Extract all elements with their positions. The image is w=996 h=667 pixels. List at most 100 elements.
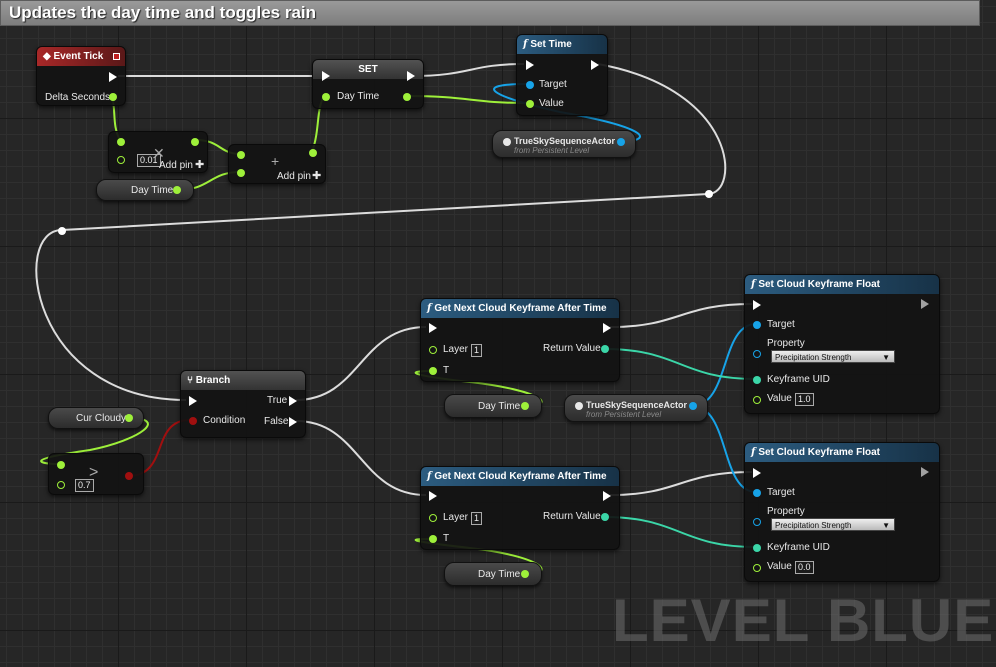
compare-out-pin[interactable]	[125, 472, 133, 480]
branch-condition-pin[interactable]	[189, 417, 197, 425]
get-next-1-t-pin[interactable]	[429, 367, 437, 375]
day-time-out-pin-1[interactable]	[173, 186, 181, 194]
actor-ref-1-out-pin[interactable]	[617, 138, 625, 146]
set-cloud-1-property-value: Precipitation Strength	[775, 353, 852, 362]
add-in-b-pin[interactable]	[237, 169, 245, 177]
set-cloud-1-exec-in[interactable]	[753, 300, 761, 310]
branch-header: ⑂ Branch	[181, 371, 305, 390]
branch-condition-label: Condition	[203, 415, 246, 426]
cur-cloudy-out-pin[interactable]	[125, 414, 133, 422]
actor-ref-2-sub: from Persistent Level	[586, 410, 662, 419]
get-next-2-exec-in[interactable]	[429, 491, 437, 501]
mul-value-input[interactable]: 0.01	[137, 154, 161, 167]
set-cloud-1-exec-out[interactable]	[921, 299, 929, 309]
get-next-2-exec-out[interactable]	[603, 491, 611, 501]
exec-wire-get2-set2	[609, 471, 753, 496]
get-next-2-layer-input[interactable]: 1	[471, 512, 483, 525]
set-time-exec-out-pin[interactable]	[591, 60, 599, 70]
get-next-1-exec-out[interactable]	[603, 323, 611, 333]
branch-exec-in-pin[interactable]	[189, 396, 197, 406]
set-cloud-2-property-value: Precipitation Strength	[775, 521, 852, 530]
true-sky-actor-ref-2[interactable]: TrueSkySequenceActor from Persistent Lev…	[564, 394, 708, 422]
compare-in-b-pin[interactable]	[57, 481, 65, 489]
branch-node[interactable]: ⑂ Branch True Condition False	[180, 370, 306, 438]
set-day-time-out-pin[interactable]	[403, 93, 411, 101]
get-next-1-layer-input[interactable]: 1	[471, 344, 483, 357]
greater-than-node[interactable]: 0.7 >	[48, 453, 144, 495]
get-next-1-return-label: Return Value	[543, 343, 601, 354]
exec-out-pin[interactable]	[109, 72, 117, 82]
add-node[interactable]: + Add pin ✚	[228, 144, 326, 184]
multiply-x-icon: ✕	[153, 145, 165, 161]
add-add-pin-label[interactable]: Add pin	[277, 171, 311, 182]
set-time-exec-in-pin[interactable]	[526, 60, 534, 70]
mul-out-pin[interactable]	[191, 138, 199, 146]
get-next-2-layer-pin[interactable]	[429, 514, 437, 522]
day-time-getter-2[interactable]: Day Time	[444, 394, 542, 418]
day-time-out-pin-2[interactable]	[521, 402, 529, 410]
set-cloud-2-value-pin[interactable]	[753, 564, 761, 572]
set-cloud-2-target-pin[interactable]	[753, 489, 761, 497]
day-time-out-pin-3[interactable]	[521, 570, 529, 578]
set-day-time-node[interactable]: SET Day Time	[312, 59, 424, 109]
mul-add-pin-icon[interactable]: ✚	[195, 159, 205, 171]
set-time-value-pin[interactable]	[526, 100, 534, 108]
set-time-target-pin[interactable]	[526, 81, 534, 89]
add-in-a-pin[interactable]	[237, 151, 245, 159]
set-cloud-1-property-label: Property	[767, 338, 805, 349]
set-cloud-2-property-dropdown[interactable]: Precipitation Strength ▼	[771, 518, 895, 531]
set-cloud-2-uid-pin[interactable]	[753, 544, 761, 552]
struct-wire-return2-uid2	[603, 516, 757, 548]
set-cloud-1-target-pin[interactable]	[753, 321, 761, 329]
get-next-2-t-pin[interactable]	[429, 535, 437, 543]
get-next-2-return-pin[interactable]	[601, 513, 609, 521]
mul-in-b-pin[interactable]	[117, 156, 125, 164]
function-icon: f	[751, 447, 756, 458]
true-sky-actor-ref-1[interactable]: TrueSkySequenceActor from Persistent Lev…	[492, 130, 636, 158]
compare-in-a-pin[interactable]	[57, 461, 65, 469]
set-cloud-1-uid-pin[interactable]	[753, 376, 761, 384]
function-icon: f	[427, 471, 432, 482]
day-time-getter-1[interactable]: Day Time	[96, 179, 194, 201]
add-out-pin[interactable]	[309, 149, 317, 157]
comment-title: Updates the day time and toggles rain	[9, 3, 317, 22]
get-next-1-layer-label: Layer	[443, 344, 469, 355]
set-cloud-2-exec-out[interactable]	[921, 467, 929, 477]
set-cloud-2-value-input[interactable]: 0.0	[795, 561, 814, 574]
compare-value-input[interactable]: 0.7	[75, 479, 94, 492]
get-next-1-return-pin[interactable]	[601, 345, 609, 353]
set-cloud-1-property-pin[interactable]	[753, 350, 761, 358]
add-add-pin-icon[interactable]: ✚	[312, 170, 322, 182]
get-next-1-layer-pin[interactable]	[429, 346, 437, 354]
delta-seconds-label: Delta Seconds	[45, 92, 111, 103]
branch-true-pin[interactable]	[289, 396, 297, 406]
branch-false-pin[interactable]	[289, 417, 297, 427]
event-tick-node[interactable]: ◆ Event Tick Delta Seconds	[36, 46, 126, 106]
set-cloud-1-value-input[interactable]: 1.0	[795, 393, 814, 406]
get-next-1-exec-in[interactable]	[429, 323, 437, 333]
get-next-2-t-label: T	[443, 533, 450, 544]
set-cloud-1-property-dropdown[interactable]: Precipitation Strength ▼	[771, 350, 895, 363]
comment-box-header[interactable]: Updates the day time and toggles rain	[0, 0, 980, 26]
actor-ref-2-out-pin[interactable]	[689, 402, 697, 410]
add-plus-icon: +	[271, 153, 280, 169]
delta-seconds-pin[interactable]	[109, 93, 117, 101]
cur-cloudy-getter[interactable]: Cur Cloudy	[48, 407, 144, 429]
day-time-getter-3[interactable]: Day Time	[444, 562, 542, 586]
set-exec-in-pin[interactable]	[322, 71, 330, 81]
set-cloud-2-exec-in[interactable]	[753, 468, 761, 478]
set-exec-out-pin[interactable]	[407, 71, 415, 81]
set-cloud-2-property-pin[interactable]	[753, 518, 761, 526]
multiply-node[interactable]: 0.01 ✕ Add pin ✚	[108, 131, 208, 173]
day-time-label-2: Day Time	[478, 401, 521, 412]
set-cloud-1-value-pin[interactable]	[753, 396, 761, 404]
set-time-value-label: Value	[539, 98, 564, 109]
mul-in-a-pin[interactable]	[117, 138, 125, 146]
set-day-time-in-pin[interactable]	[322, 93, 330, 101]
mul-add-pin-label[interactable]: Add pin	[159, 160, 193, 171]
